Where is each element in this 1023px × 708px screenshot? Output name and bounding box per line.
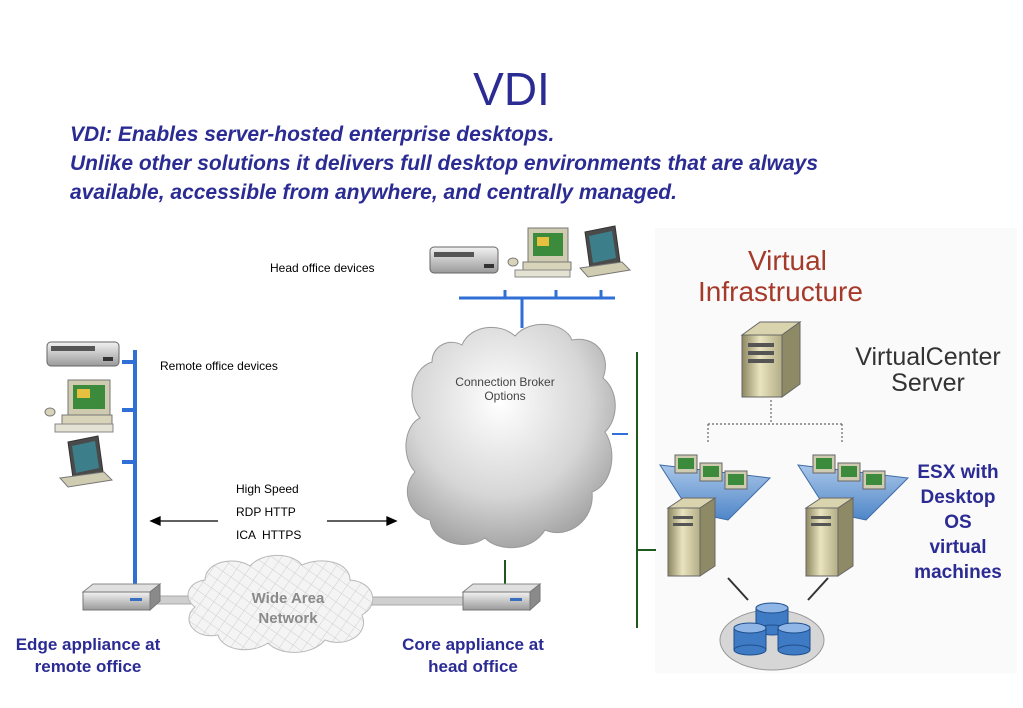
wan-cloud	[187, 554, 374, 653]
vi-title-line-2: Infrastructure	[698, 276, 863, 307]
core-appliance-line-1: Core appliance at	[402, 635, 544, 654]
esx-host-right-icon	[797, 454, 910, 577]
head-office-desktop-icon	[507, 227, 572, 278]
connection-broker-label: Connection Broker Options	[435, 375, 575, 403]
virtualcenter-server-label: VirtualCenter Server	[838, 344, 1018, 396]
wan-label-line-2: Network	[258, 610, 318, 627]
head-office-devices-label: Head office devices	[270, 261, 375, 275]
remote-thin-client-icon	[46, 341, 120, 367]
virtualcenter-server-icon	[740, 321, 802, 398]
link-label-rdp-http: RDP HTTP	[236, 505, 296, 519]
vc-label-line-1: VirtualCenter	[855, 343, 1001, 371]
esx-line-2: Desktop	[920, 487, 996, 508]
core-appliance-label: Core appliance at head office	[385, 634, 561, 678]
vc-label-line-2: Server	[891, 369, 965, 397]
esx-line-1: ESX with	[917, 462, 999, 483]
connection-broker-cloud	[405, 323, 616, 549]
esx-line-4: virtual	[929, 537, 987, 558]
edge-appliance-line-2: remote office	[34, 657, 142, 676]
vc-dotted-connectors	[707, 400, 843, 442]
wan-label: Wide Area Network	[228, 589, 348, 629]
esx-line-3: OS	[944, 512, 972, 533]
esx-host-left-icon	[659, 454, 772, 577]
remote-desktop-icon	[44, 379, 114, 433]
remote-office-bus	[122, 350, 137, 588]
link-label-ica-https: ICA HTTPS	[236, 528, 302, 542]
wan-label-line-1: Wide Area	[251, 590, 325, 607]
virtual-infrastructure-title: Virtual Infrastructure	[698, 245, 863, 307]
edge-appliance-label: Edge appliance at remote office	[0, 634, 176, 678]
edge-appliance-device	[81, 582, 162, 612]
speed-arrows	[149, 515, 398, 527]
head-office-laptop-icon	[579, 225, 632, 278]
subtitle-line-3: available, accessible from anywhere, and…	[70, 181, 677, 204]
storage-links	[727, 577, 829, 601]
head-office-thin-client-icon	[429, 246, 499, 274]
head-office-bus	[459, 290, 615, 328]
esx-label: ESX with Desktop OS virtual machines	[903, 460, 1013, 585]
slide-subtitle: VDI: Enables server-hosted enterprise de…	[70, 120, 970, 207]
subtitle-line-1: VDI: Enables server-hosted enterprise de…	[70, 123, 555, 146]
vi-title-line-1: Virtual	[748, 245, 827, 276]
vi-panel	[655, 228, 1017, 673]
edge-appliance-line-1: Edge appliance at	[15, 635, 161, 654]
core-appliance-device	[461, 582, 542, 612]
subtitle-line-2: Unlike other solutions it delivers full …	[70, 152, 819, 175]
connection-broker-line-2: Options	[484, 389, 526, 403]
core-appliance-line-2: head office	[428, 657, 518, 676]
link-label-high-speed: High Speed	[236, 482, 299, 496]
remote-office-devices-label: Remote office devices	[160, 359, 278, 373]
connection-broker-line-1: Connection Broker	[455, 375, 555, 389]
storage-disks-icon	[719, 602, 825, 671]
remote-laptop-icon	[59, 435, 114, 488]
esx-line-5: machines	[914, 562, 1002, 583]
slide-title: VDI	[473, 63, 550, 115]
